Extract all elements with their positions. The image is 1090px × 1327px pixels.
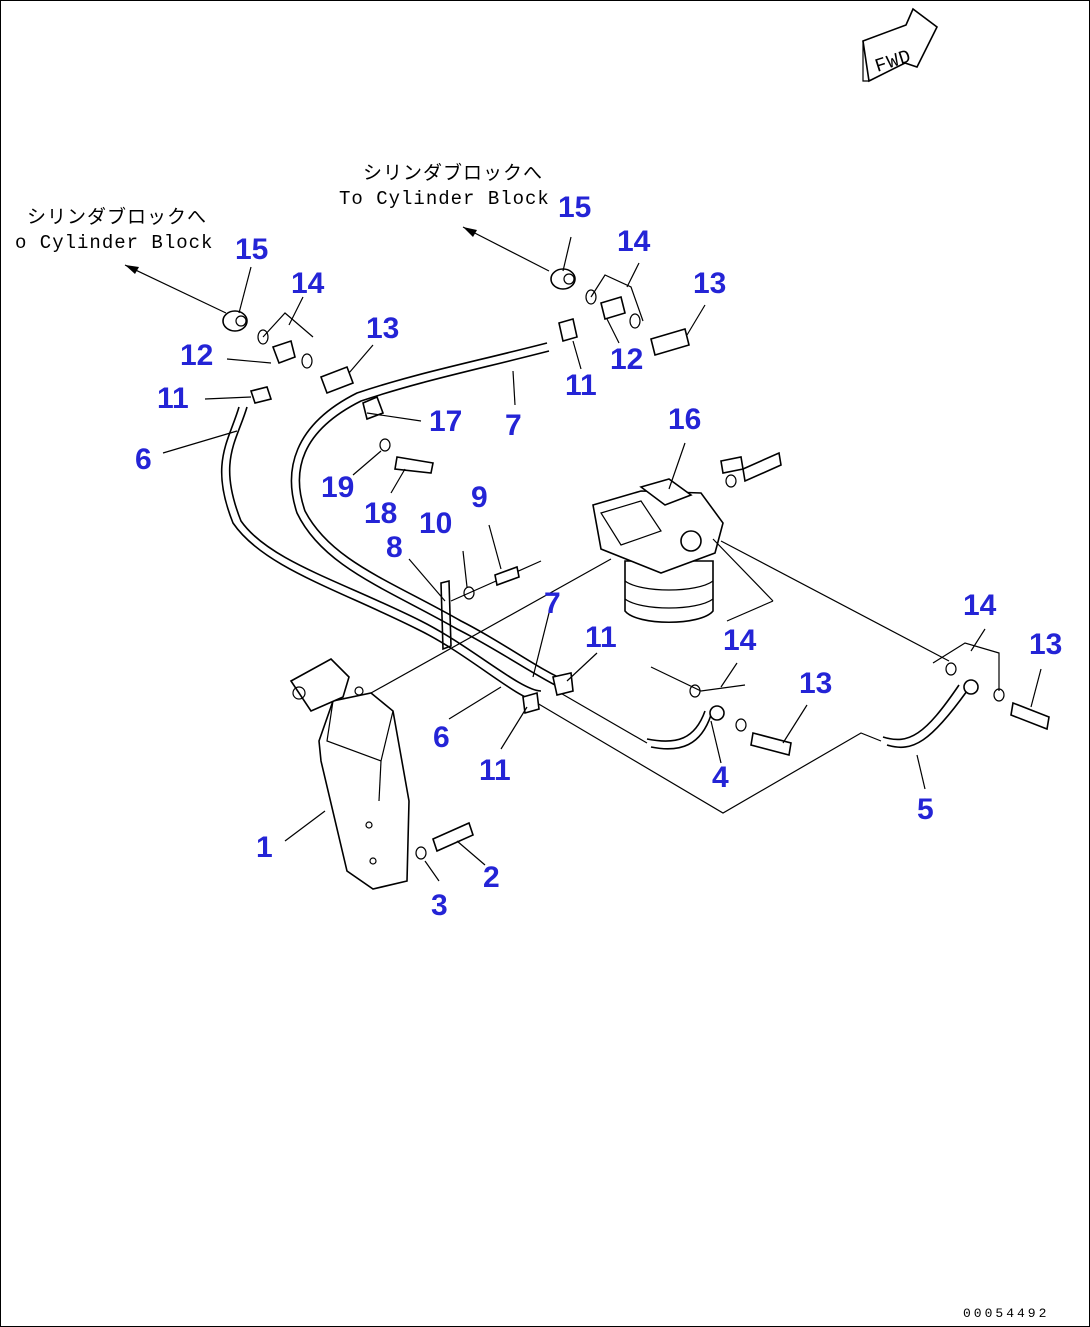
pipe-5 <box>536 679 979 814</box>
pipe-6 <box>220 406 542 702</box>
pipe-7 <box>290 342 568 690</box>
callout-13: 13 <box>693 267 726 300</box>
note-en: To Cylinder Block <box>339 188 550 210</box>
callout-4: 4 <box>712 761 729 794</box>
callout-14: 14 <box>617 225 651 258</box>
note-jp: シリンダブロックへ <box>363 161 543 185</box>
callout-12: 12 <box>610 343 643 376</box>
callout-13: 13 <box>366 312 399 345</box>
callout-7: 7 <box>505 409 522 442</box>
callout-9: 9 <box>471 481 488 514</box>
callout-14: 14 <box>963 589 997 622</box>
callout-3: 3 <box>431 889 448 922</box>
note-jp: シリンダブロックへ <box>27 205 207 229</box>
callout-14: 14 <box>723 624 757 657</box>
callout-11: 11 <box>157 382 189 415</box>
fittings-lower <box>362 395 1050 860</box>
callout-6: 6 <box>135 443 152 476</box>
callout-11: 11 <box>479 754 511 787</box>
callout-5: 5 <box>917 793 934 826</box>
bracket <box>289 558 612 890</box>
callout-8: 8 <box>386 531 403 564</box>
fuel-filter <box>592 478 950 662</box>
note-en: o Cylinder Block <box>15 232 213 254</box>
callout-13: 13 <box>799 667 832 700</box>
callout-15: 15 <box>558 191 591 224</box>
pipe-4 <box>556 690 725 750</box>
leader-lines <box>162 236 1042 882</box>
drawing-code: 00054492 <box>963 1306 1049 1321</box>
callout-11: 11 <box>585 621 617 654</box>
callout-17: 17 <box>429 405 462 438</box>
fittings-upper-left <box>222 310 355 404</box>
callout-7: 7 <box>544 587 561 620</box>
callouts: 15 14 13 12 11 7 15 14 13 12 11 6 17 19 … <box>135 191 1062 922</box>
note-cylinder-block-right: シリンダブロックへ To Cylinder Block <box>339 161 550 272</box>
callout-18: 18 <box>364 497 397 530</box>
callout-19: 19 <box>321 471 354 504</box>
fittings-upper-right <box>550 268 690 357</box>
callout-16: 16 <box>668 403 701 436</box>
callout-13: 13 <box>1029 628 1062 661</box>
callout-11: 11 <box>565 369 597 402</box>
callout-2: 2 <box>483 861 500 894</box>
callout-1: 1 <box>256 831 273 864</box>
note-cylinder-block-left: シリンダブロックへ o Cylinder Block <box>15 205 227 314</box>
callout-12: 12 <box>180 339 213 372</box>
fwd-direction-arrow: FWD <box>862 7 939 83</box>
callout-6: 6 <box>433 721 450 754</box>
fwd-label: FWD <box>872 45 914 77</box>
callout-10: 10 <box>419 507 452 540</box>
callout-15: 15 <box>235 233 268 266</box>
clamp-plate <box>440 560 542 651</box>
callout-14: 14 <box>291 267 325 300</box>
